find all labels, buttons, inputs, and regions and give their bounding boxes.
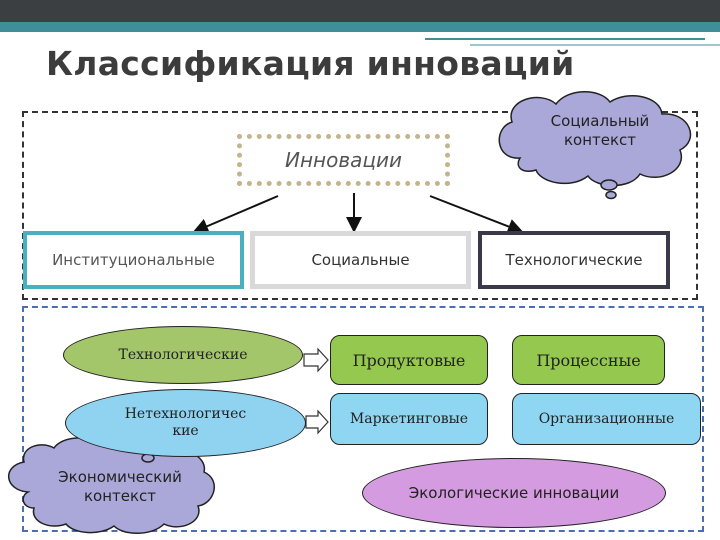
slide-title: Классификация инноваций — [46, 44, 575, 83]
social-context-line-2: контекст — [563, 130, 637, 149]
non-technological-ellipse: Нетехнологичес кие — [65, 389, 306, 457]
social-context-line-1: Социальный — [550, 112, 650, 130]
technological-ellipse: Технологические — [63, 326, 303, 384]
organizational-node: Организационные — [512, 393, 701, 445]
social-node: Социальные — [250, 231, 471, 289]
non-technological-line-1: Нетехнологичес — [124, 406, 247, 423]
economic-context-label: Экономический контекст — [40, 468, 200, 506]
product-node: Продуктовые — [330, 335, 488, 385]
arrow-to-institutional — [192, 195, 279, 234]
ecological-innovations-ellipse: Экологические инновации — [362, 458, 666, 528]
top-section-frame — [22, 111, 698, 300]
arrow-to-marketing — [305, 409, 329, 435]
header-bar-dark — [0, 0, 720, 22]
institutional-node: Институциональные — [23, 231, 244, 289]
arrow-to-technological — [429, 195, 524, 235]
header-accent-line-light — [470, 44, 720, 46]
arrow-to-product — [303, 347, 329, 373]
header-bar-teal — [0, 22, 720, 32]
technological-node: Технологические — [478, 231, 670, 289]
economic-context-line-1: Экономический — [58, 468, 182, 486]
innovations-root-node: Инновации — [237, 134, 450, 186]
process-node: Процессные — [512, 335, 665, 385]
header-accent-line — [425, 38, 705, 40]
social-context-cloud — [498, 91, 692, 200]
social-context-label: Социальный контекст — [520, 112, 680, 150]
marketing-node: Маркетинговые — [330, 393, 488, 445]
economic-context-line-2: контекст — [83, 486, 157, 505]
bottom-section-frame — [22, 306, 704, 532]
non-technological-line-2: кие — [172, 423, 199, 439]
